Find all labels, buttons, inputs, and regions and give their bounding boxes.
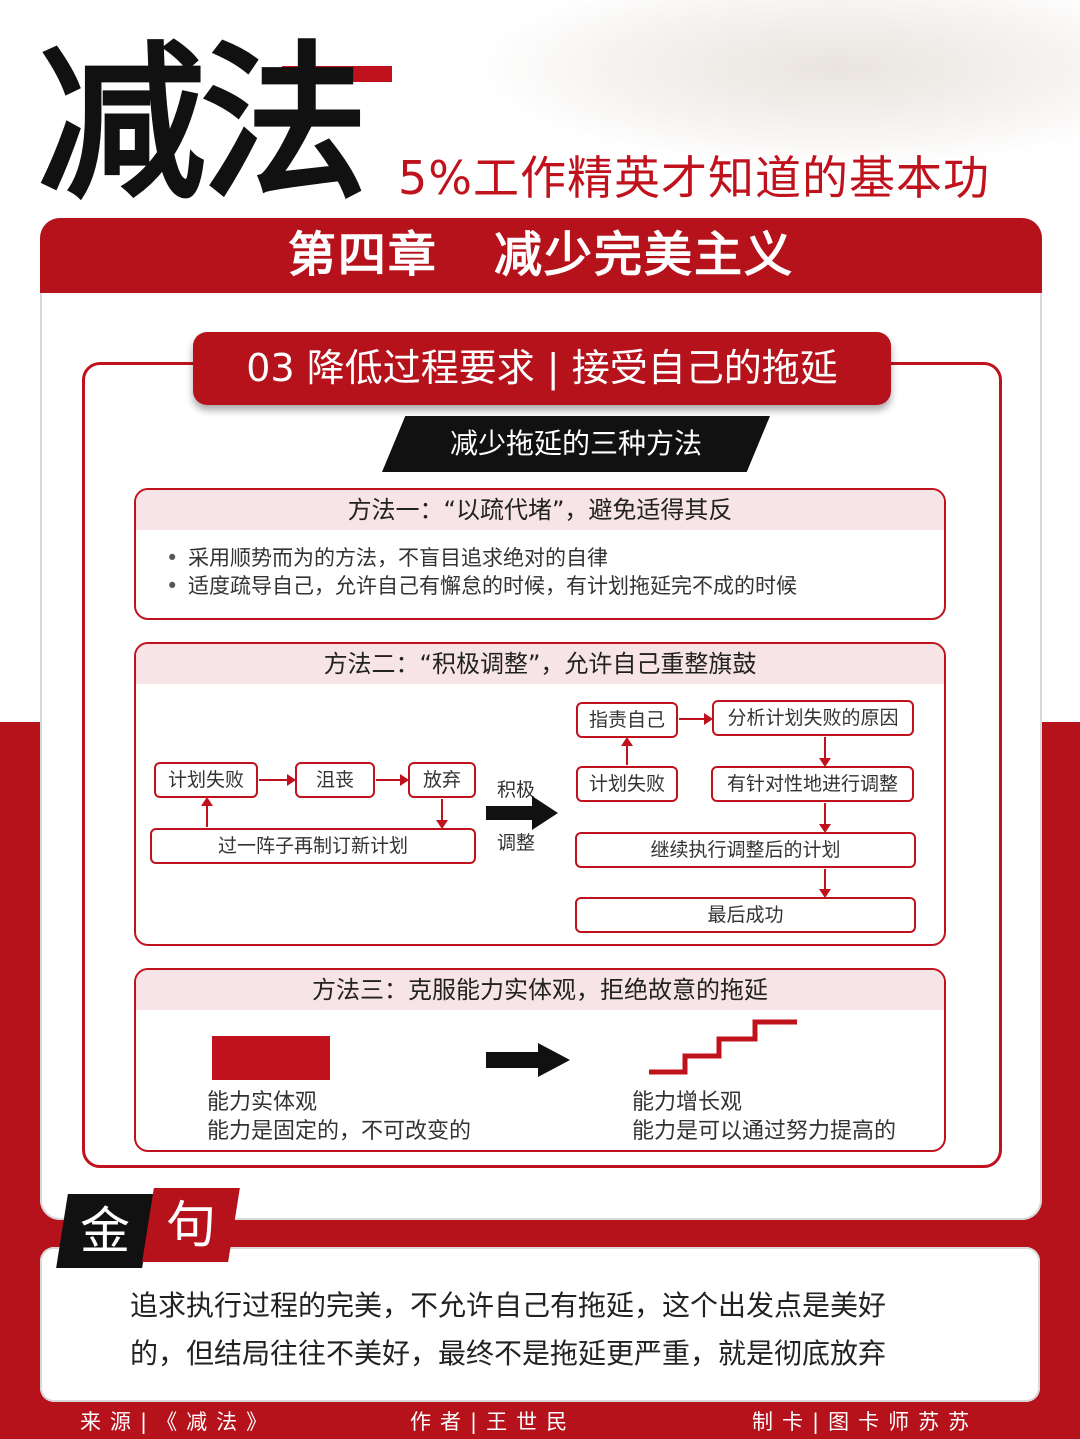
- page-title: 减法: [38, 24, 368, 222]
- bullet-item: 采用顺势而为的方法，不盲目追求绝对的自律: [166, 544, 797, 572]
- flow-arrow-down: [819, 869, 831, 898]
- transition-arrow-body: [486, 806, 532, 820]
- flow-box-self-blame: 指责自己: [576, 702, 678, 738]
- flow-box-success: 最后成功: [575, 897, 916, 933]
- method-2-heading: 方法二：“积极调整”，允许自己重整旗鼓: [136, 644, 944, 684]
- chapter-title: 第四章 减少完美主义: [287, 227, 795, 283]
- quote-text: 追求执行过程的完美，不允许自己有拖延，这个出发点是美好 的，但结局往往不美好，最…: [130, 1282, 990, 1378]
- quote-tag-gold: 金: [56, 1194, 154, 1268]
- page-subtitle: 5%工作精英才知道的基本功: [398, 151, 990, 205]
- chapter-bar: [40, 218, 1042, 293]
- flow-box-plan-fail-2: 计划失败: [576, 766, 678, 802]
- flow-box-new-plan: 过一阵子再制订新计划: [150, 828, 476, 864]
- transition-arrow-head: [532, 796, 558, 830]
- method-3-arrow-body: [486, 1052, 538, 1068]
- section-title: 03 降低过程要求 | 接受自己的拖延: [193, 332, 891, 405]
- method-3-heading: 方法三：克服能力实体观，拒绝故意的拖延: [136, 970, 944, 1010]
- growth-ability-title: 能力增长观: [632, 1090, 743, 1115]
- ink-landscape-decoration: [470, 0, 1080, 170]
- method-1-heading: 方法一：“以疏代堵”，避免适得其反: [136, 490, 944, 530]
- quote-line: 追求执行过程的完美，不允许自己有拖延，这个出发点是美好: [130, 1289, 887, 1322]
- flow-arrow-down: [819, 803, 831, 833]
- footer-author: 作者|王世民: [410, 1410, 577, 1434]
- flow-arrow-right: [376, 774, 409, 786]
- flow-box-continue-plan: 继续执行调整后的计划: [575, 832, 916, 868]
- flow-arrow-right: [679, 713, 713, 725]
- flow-box-plan-fail: 计划失败: [154, 762, 258, 798]
- fixed-ability-title: 能力实体观: [207, 1090, 318, 1115]
- method-1-box: 方法一：“以疏代堵”，避免适得其反 采用顺势而为的方法，不盲目追求绝对的自律 适…: [134, 488, 946, 620]
- methods-banner: [382, 416, 770, 472]
- fixed-ability-block: [212, 1036, 330, 1080]
- fixed-ability-desc: 能力是固定的，不可改变的: [207, 1119, 472, 1144]
- flow-arrow-down: [819, 737, 831, 767]
- method-1-bullets: 采用顺势而为的方法，不盲目追求绝对的自律 适度疏导自己，允许自己有懈怠的时候，有…: [166, 544, 797, 600]
- flow-arrow-up: [201, 797, 213, 827]
- quote-card: [40, 1247, 1040, 1402]
- footer-maker: 制卡|图卡师苏苏: [752, 1410, 979, 1434]
- growth-stairs-icon: [649, 1019, 797, 1075]
- flow-box-targeted-adjust: 有针对性地进行调整: [711, 766, 914, 802]
- methods-banner-label: 减少拖延的三种方法: [449, 427, 702, 460]
- flow-box-give-up: 放弃: [408, 762, 476, 798]
- transition-label-top: 积极: [497, 779, 536, 801]
- quote-tag-sentence: 句: [142, 1188, 240, 1262]
- title-accent-stroke: [282, 66, 392, 82]
- flow-arrow-right: [259, 774, 296, 786]
- quote-line: 的，但结局往往不美好，最终不是拖延更严重，就是彻底放弃: [130, 1337, 887, 1370]
- flow-box-depressed: 沮丧: [295, 762, 375, 798]
- method-3-arrow-head: [538, 1043, 570, 1077]
- growth-ability-desc: 能力是可以通过努力提高的: [632, 1119, 897, 1144]
- flow-arrow-down: [436, 799, 448, 829]
- footer-source: 来源|《减法》: [80, 1410, 277, 1434]
- bullet-item: 适度疏导自己，允许自己有懈怠的时候，有计划拖延完不成的时候: [166, 572, 797, 600]
- transition-label-bottom: 调整: [497, 832, 536, 854]
- flow-box-analyze-cause: 分析计划失败的原因: [712, 700, 914, 736]
- flow-arrow-up: [621, 737, 633, 765]
